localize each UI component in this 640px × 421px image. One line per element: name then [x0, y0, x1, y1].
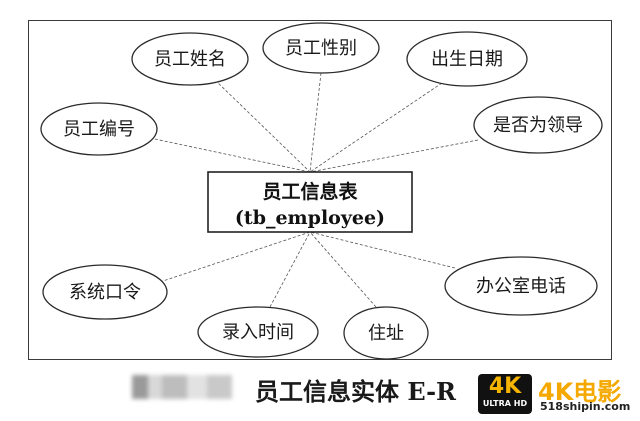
attribute-address: 住址 — [343, 306, 429, 360]
attribute-label: 办公室电话 — [476, 276, 566, 297]
entity-name: 员工信息表 — [262, 180, 358, 203]
attribute-gender: 员工性别 — [262, 22, 380, 74]
badge-main-text: 4K — [488, 374, 522, 399]
attribute-label: 是否为领导 — [493, 115, 583, 136]
attribute-phone: 办公室电话 — [444, 256, 598, 316]
blurred-figure-number — [132, 375, 232, 399]
connector-name — [214, 79, 311, 173]
attribute-ellipse — [197, 306, 319, 358]
watermark-site: 518shipin.com — [540, 400, 631, 413]
diagram-border — [28, 20, 612, 360]
connector-leader — [309, 139, 479, 173]
attribute-ellipse — [262, 22, 380, 74]
attribute-password: 系统口令 — [42, 264, 168, 320]
4k-badge-icon: 4K ULTRA HD — [478, 374, 532, 414]
connector-id — [149, 137, 311, 173]
attribute-ellipse — [40, 102, 158, 156]
watermark-logo: 4K ULTRA HD 4K电影 518shipin.com — [478, 372, 636, 416]
watermark-brand: 4K电影 — [538, 378, 622, 406]
connector-entrytime — [269, 231, 311, 308]
attribute-label: 住址 — [368, 323, 404, 344]
attribute-label: 出生日期 — [431, 49, 503, 70]
figure-caption: 员工信息实体 E-R — [255, 377, 456, 406]
attribute-leader: 是否为领导 — [473, 96, 603, 154]
connector-password — [159, 231, 311, 283]
attribute-id: 员工编号 — [40, 102, 158, 156]
connector-birth — [309, 82, 443, 173]
badge-sub-text: ULTRA HD — [482, 399, 528, 408]
entity-box: 员工信息表 (tb_employee) — [207, 171, 413, 233]
attribute-birth: 出生日期 — [406, 31, 528, 87]
attribute-ellipse — [444, 256, 598, 316]
attribute-ellipse — [473, 96, 603, 154]
attribute-label: 员工编号 — [63, 119, 135, 140]
attribute-label: 员工姓名 — [154, 49, 226, 70]
attribute-entrytime: 录入时间 — [197, 306, 319, 358]
connector-lines — [149, 72, 479, 308]
attribute-label: 系统口令 — [69, 282, 141, 303]
attribute-label: 录入时间 — [222, 322, 294, 343]
connector-address — [309, 231, 377, 308]
attribute-ellipse — [42, 264, 168, 320]
attribute-label: 员工性别 — [285, 38, 357, 59]
entity-rect — [207, 171, 413, 233]
connector-phone — [309, 231, 456, 269]
attribute-ellipse — [406, 31, 528, 87]
attribute-name: 员工姓名 — [131, 32, 249, 86]
attribute-ellipse — [343, 306, 429, 360]
attribute-ellipse — [131, 32, 249, 86]
entity-table-name: (tb_employee) — [235, 207, 385, 229]
connector-gender — [309, 72, 322, 173]
